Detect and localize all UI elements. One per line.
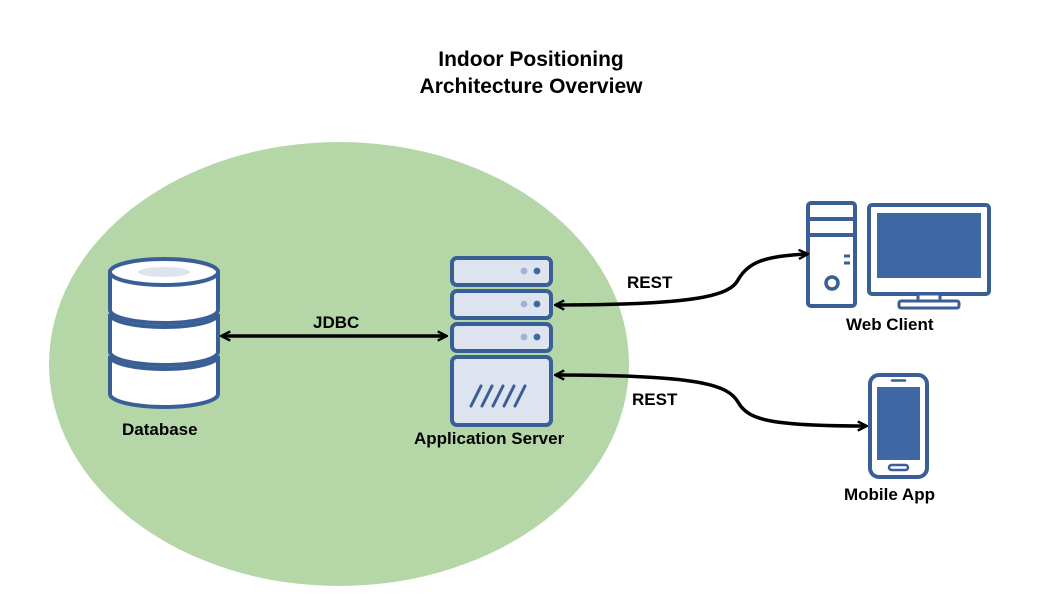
backend-cluster (49, 142, 629, 586)
rest-label-web: REST (627, 273, 673, 292)
server-icon (450, 256, 553, 427)
rest-connector-web (556, 254, 807, 305)
mobile-app-label: Mobile App (844, 485, 935, 504)
rest-label-mobile: REST (632, 390, 678, 409)
jdbc-label: JDBC (313, 313, 360, 332)
diagram-title-line-1: Indoor Positioning (438, 48, 624, 71)
smartphone-icon (868, 373, 929, 479)
database-label: Database (122, 420, 198, 439)
diagram-title-line-2: Architecture Overview (419, 75, 643, 98)
database-icon (108, 257, 220, 409)
app-server-label: Application Server (414, 429, 565, 448)
web-client-label: Web Client (846, 315, 934, 334)
desktop-computer-icon (806, 201, 991, 310)
rest-connector-mobile (556, 375, 866, 426)
